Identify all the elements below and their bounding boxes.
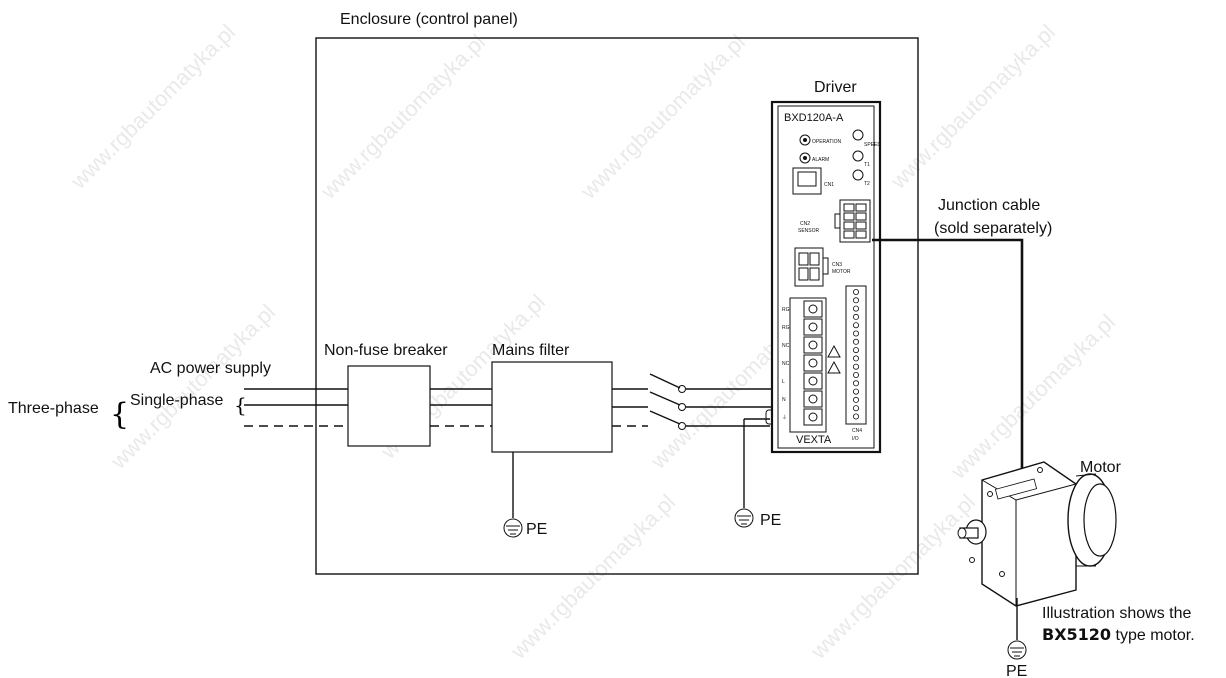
driver-brand: VEXTA <box>796 434 832 446</box>
terminal-label-3: NC <box>782 343 790 349</box>
terminal-screws <box>803 300 823 426</box>
cn4-pin <box>853 380 860 387</box>
terminal-label-2: RG <box>782 325 790 331</box>
single-phase-label: Single-phase <box>130 392 224 409</box>
cn4-pin <box>853 330 860 337</box>
terminal-label-4: NC <box>782 361 790 367</box>
cn4-pin <box>853 338 860 345</box>
terminal-block <box>789 297 827 433</box>
cn2-label: CN2 <box>800 221 810 227</box>
filter-label: Mains filter <box>492 342 570 359</box>
cn3-sub-label: MOTOR <box>832 269 851 275</box>
cn4-pin <box>853 322 860 329</box>
terminal-label-1: RG <box>782 307 790 313</box>
cn4-pin <box>853 388 860 395</box>
watermark-3: www.rgbautomatyka.pl <box>575 29 750 204</box>
t1-pot-label: T1 <box>864 162 870 168</box>
cn4-io-connector <box>845 285 867 425</box>
filter-box <box>491 361 613 453</box>
warning-icon <box>827 344 841 358</box>
enclosure-label: Enclosure (control panel) <box>340 11 518 28</box>
motor-label: Motor <box>1080 459 1122 476</box>
cn4-pin <box>853 396 860 403</box>
watermark-4: www.rgbautomatyka.pl <box>885 19 1060 194</box>
junction-cable-label-2: (sold separately) <box>934 220 1052 237</box>
speed-pot[interactable] <box>852 129 864 141</box>
watermark-10: www.rgbautomatyka.pl <box>805 489 980 664</box>
t1-pot[interactable] <box>852 150 864 162</box>
ground-icon <box>503 518 523 538</box>
breaker-label: Non-fuse breaker <box>324 342 448 359</box>
driver-unit: BXD120A-A OPERATION ALARM SPEED T1 T2 CN… <box>770 100 881 454</box>
alarm-indicator-label: ALARM <box>812 157 829 163</box>
terminal-label-6: N <box>782 397 786 403</box>
cn4-label: CN4 <box>852 428 862 434</box>
cn4-pin <box>853 413 860 420</box>
breaker-box <box>347 365 431 447</box>
note-model: BX5120 <box>1042 625 1111 644</box>
cn4-pin <box>853 363 860 370</box>
enclosure-box <box>315 37 919 575</box>
cn4-pin <box>853 305 860 312</box>
watermark-2: www.rgbautomatyka.pl <box>315 29 490 204</box>
ac-power-label: AC power supply <box>150 360 271 377</box>
terminal-label-7: ⏚ <box>782 414 787 421</box>
single-phase-brace: { <box>234 393 247 417</box>
cn4-pin <box>853 355 860 362</box>
cn2-sub-label: SENSOR <box>798 228 820 234</box>
three-phase-label: Three-phase <box>8 400 99 417</box>
watermark-8: www.rgbautomatyka.pl <box>945 309 1120 484</box>
motor-illustration <box>957 461 1117 607</box>
cn3-label: CN3 <box>832 262 842 268</box>
watermark-9: www.rgbautomatyka.pl <box>505 489 680 664</box>
terminal-label-5: L <box>782 379 785 385</box>
cn4-pin <box>853 347 860 354</box>
note-line-2-rest: type motor. <box>1111 627 1195 644</box>
note-line-1: Illustration shows the <box>1042 605 1192 622</box>
junction-cable-label-1: Junction cable <box>938 197 1040 214</box>
t2-pot-label: T2 <box>864 181 870 187</box>
t2-pot[interactable] <box>852 169 864 181</box>
driver-model: BXD120A-A <box>784 112 844 124</box>
filter-pe-label: PE <box>526 521 547 538</box>
ground-icon <box>734 508 754 528</box>
watermark-5: www.rgbautomatyka.pl <box>105 299 280 474</box>
cn1-connector <box>792 167 822 195</box>
ground-icon <box>1007 640 1027 660</box>
cn4-pins <box>853 288 860 420</box>
junction-cable-line <box>872 238 1024 476</box>
speed-pot-label: SPEED <box>864 142 881 148</box>
note-line-2: BX5120 type motor. <box>1042 625 1195 644</box>
cn4-pin <box>853 405 860 412</box>
cn1-label: CN1 <box>824 182 834 188</box>
motor-pe-label: PE <box>1006 663 1027 678</box>
cn4-pin <box>853 371 860 378</box>
driver-pe-label: PE <box>760 512 781 529</box>
cn4-pin <box>853 288 860 295</box>
cn4-pin <box>853 297 860 304</box>
cn4-sub-label: I/O <box>852 436 859 442</box>
watermark-1: www.rgbautomatyka.pl <box>65 19 240 194</box>
three-phase-brace: { <box>110 397 129 432</box>
watermarks: www.rgbautomatyka.pl www.rgbautomatyka.p… <box>65 19 1120 664</box>
switch-contacts <box>649 373 686 430</box>
cn4-pin <box>853 313 860 320</box>
warning-icon <box>827 360 841 374</box>
driver-label: Driver <box>814 79 857 96</box>
operation-indicator-label: OPERATION <box>812 139 841 145</box>
